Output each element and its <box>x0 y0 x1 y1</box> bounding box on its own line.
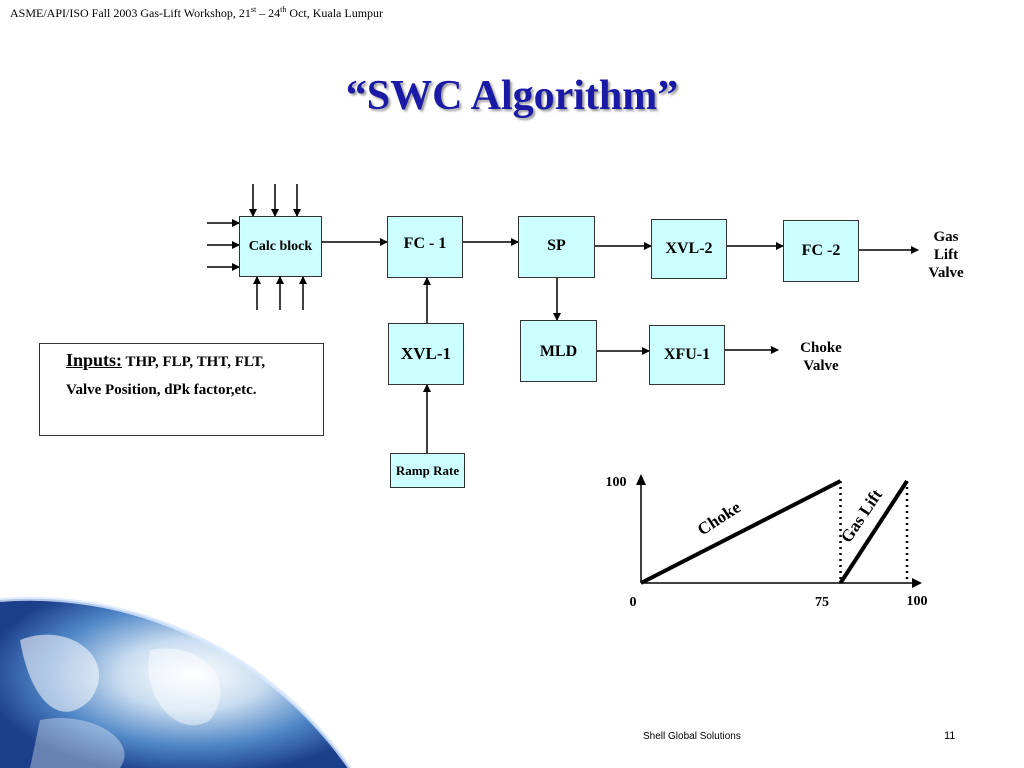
sp-block: SP <box>518 216 595 278</box>
fc1-block: FC - 1 <box>387 216 463 278</box>
x-tick-label-0: 0 <box>630 595 637 610</box>
inputs-line1: Inputs: THP, FLP, THT, FLT, <box>66 350 265 371</box>
chart-y-axis-arrow <box>636 474 646 485</box>
series-line-choke <box>640 479 842 585</box>
calc-block-label: Calc block <box>248 238 313 254</box>
ramp-rate-label: Ramp Rate <box>395 462 460 478</box>
inputs-label: Inputs: <box>66 350 123 370</box>
x-tick-label-100: 100 <box>907 594 928 609</box>
xvl2-block: XVL-2 <box>651 219 727 279</box>
fc2-block: FC -2 <box>783 220 859 282</box>
inputs-list-2: Valve Position, dPk factor,etc. <box>66 382 257 398</box>
page-number: 11 <box>944 730 956 742</box>
chart-x-axis-arrow <box>912 578 922 588</box>
gas-lift-valve-line1: Gas <box>933 229 959 245</box>
choke-valve-line2: Valve <box>803 358 839 374</box>
sp-label: SP <box>547 237 566 254</box>
xfu1-label: XFU-1 <box>663 346 711 363</box>
fc1-label: FC - 1 <box>403 235 447 252</box>
calc-block: Calc block <box>239 216 322 277</box>
xvl1-block: XVL-1 <box>388 323 464 385</box>
mld-label: MLD <box>539 343 578 360</box>
gas-lift-valve-line3: Valve <box>928 265 964 281</box>
page-title: “SWC Algorithm” <box>345 73 679 119</box>
choke-valve-line1: Choke <box>800 340 842 356</box>
inputs-box: Inputs: THP, FLP, THT, FLT, Valve Positi… <box>39 343 324 436</box>
footer-company: Shell Global Solutions <box>643 731 741 742</box>
gas-lift-valve-line2: Lift <box>933 247 959 263</box>
gas-lift-valve-label: Gas Lift Valve <box>918 228 974 282</box>
series-line-gas-lift <box>838 479 909 585</box>
header-text: ASME/API/ISO Fall 2003 Gas-Lift Workshop… <box>10 5 384 20</box>
ramp-rate-block: Ramp Rate <box>390 453 465 488</box>
x-tick-label-75: 75 <box>815 595 829 610</box>
xvl2-label: XVL-2 <box>665 240 713 257</box>
xvl1-label: XVL-1 <box>400 344 452 363</box>
mld-block: MLD <box>520 320 597 382</box>
choke-valve-label: Choke Valve <box>790 339 852 375</box>
fc2-label: FC -2 <box>801 242 841 259</box>
y-tick-label-100: 100 <box>606 475 627 490</box>
series-label-gas-lift: Gas Lift <box>837 485 886 546</box>
xfu1-block: XFU-1 <box>649 325 725 385</box>
inputs-list-1: THP, FLP, THT, FLT, <box>122 354 266 370</box>
